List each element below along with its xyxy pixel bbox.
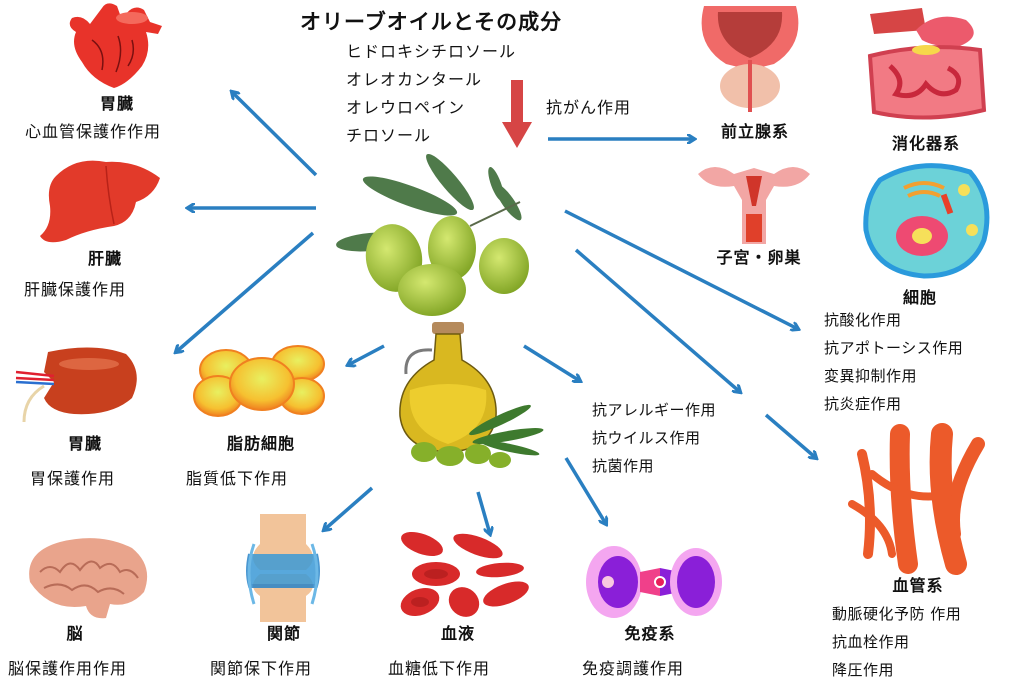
cell-effect-item: 抗酸化作用 bbox=[824, 311, 902, 329]
brain-icon bbox=[29, 538, 148, 619]
organ-effect-liver: 肝臓保護作用 bbox=[24, 280, 127, 299]
component-item: オレオカンタール bbox=[346, 70, 483, 89]
organ-name-heart: 胃臓 bbox=[99, 94, 134, 113]
kidney-icon bbox=[15, 347, 137, 423]
arrow-to-kidney bbox=[176, 231, 315, 352]
arrow-to-fat-cells bbox=[348, 344, 385, 365]
olives-icon bbox=[336, 153, 529, 316]
components-list: ヒドロキシチロソール オレオカンタール オレウロペイン チロソール bbox=[346, 38, 516, 150]
organ-effect-kidney: 胃保護作用 bbox=[30, 469, 116, 488]
organ-name-prostate: 前立腺系 bbox=[720, 122, 789, 141]
arrow-to-joint bbox=[324, 486, 374, 530]
component-item: オレウロペイン bbox=[346, 98, 466, 117]
immune-cell-icon bbox=[586, 546, 722, 618]
cell-icon bbox=[863, 163, 990, 279]
component-item: ヒドロキシチロソール bbox=[346, 42, 517, 61]
arrow-to-blood bbox=[476, 491, 490, 534]
joint-icon bbox=[246, 514, 320, 622]
fat-cell-icon bbox=[193, 345, 325, 417]
organ-name-joint: 関節 bbox=[266, 624, 301, 643]
antimicrobial-effects-list: 抗アレルギー作用 抗ウイルス作用 抗菌作用 bbox=[592, 396, 716, 480]
diagram-title: オリーブオイルとその成分 bbox=[300, 10, 563, 34]
blood-vessel-icon bbox=[848, 423, 985, 575]
arrow-to-cell bbox=[564, 209, 798, 329]
organ-effect-brain: 脳保護作用作用 bbox=[8, 659, 128, 678]
arrow-to-heart bbox=[232, 92, 318, 177]
antimicrobial-effect-item: 抗ウイルス作用 bbox=[592, 429, 701, 447]
vascular-effect-item: 降圧作用 bbox=[832, 661, 895, 679]
organ-effect-fat-cells: 脂質低下作用 bbox=[186, 469, 289, 488]
organ-effect-blood: 血糖低下作用 bbox=[388, 659, 491, 678]
organ-name-cell: 細胞 bbox=[902, 288, 937, 307]
organ-name-vascular: 血管系 bbox=[892, 576, 944, 595]
organ-effect-joint: 関節保下作用 bbox=[210, 659, 313, 678]
arrow-to-antimicrobial bbox=[523, 344, 580, 381]
organ-name-digestive: 消化器系 bbox=[891, 134, 960, 153]
antimicrobial-effect-item: 抗菌作用 bbox=[592, 457, 655, 475]
heart-icon bbox=[69, 3, 162, 88]
organ-effect-heart: 心血管保護作作用 bbox=[25, 122, 162, 141]
olive-oil-bottle-icon bbox=[399, 322, 544, 468]
red-down-arrow bbox=[502, 80, 532, 148]
organ-name-liver: 肝臓 bbox=[87, 249, 122, 268]
organ-name-brain: 脳 bbox=[66, 624, 84, 643]
organ-name-immune: 免疫系 bbox=[624, 624, 676, 643]
organ-name-blood: 血液 bbox=[440, 624, 475, 643]
organ-name-uterus: 子宮・卵巣 bbox=[716, 248, 802, 267]
antimicrobial-effect-item: 抗アレルギー作用 bbox=[592, 401, 717, 419]
red-blood-cell-icon bbox=[400, 531, 529, 617]
uterus-icon bbox=[698, 167, 810, 244]
cell-effect-item: 抗アポトーシス作用 bbox=[824, 339, 964, 357]
vascular-effects-list: 動脈硬化予防 作用 抗血栓作用 降圧作用 bbox=[832, 600, 961, 684]
digestive-system-icon bbox=[867, 8, 987, 120]
arrow-to-immune bbox=[564, 457, 606, 524]
organ-effect-immune: 免疫調護作用 bbox=[582, 659, 685, 678]
vascular-effect-item: 動脈硬化予防 作用 bbox=[832, 605, 962, 623]
anticancer-label: 抗がん作用 bbox=[546, 98, 632, 117]
component-item: チロソール bbox=[346, 126, 432, 145]
arrow-to-vascular bbox=[764, 413, 816, 458]
arrow-line-long bbox=[574, 248, 740, 392]
organ-name-fat-cells: 脂肪細胞 bbox=[226, 434, 295, 453]
cell-effect-item: 抗炎症作用 bbox=[824, 395, 902, 413]
organ-name-kidney: 胃臓 bbox=[67, 434, 102, 453]
cell-effect-item: 変異抑制作用 bbox=[824, 367, 918, 385]
prostate-icon bbox=[701, 6, 799, 112]
cell-effects-list: 抗酸化作用 抗アポトーシス作用 変異抑制作用 抗炎症作用 bbox=[824, 306, 963, 418]
liver-icon bbox=[40, 160, 160, 243]
vascular-effect-item: 抗血栓作用 bbox=[832, 633, 910, 651]
